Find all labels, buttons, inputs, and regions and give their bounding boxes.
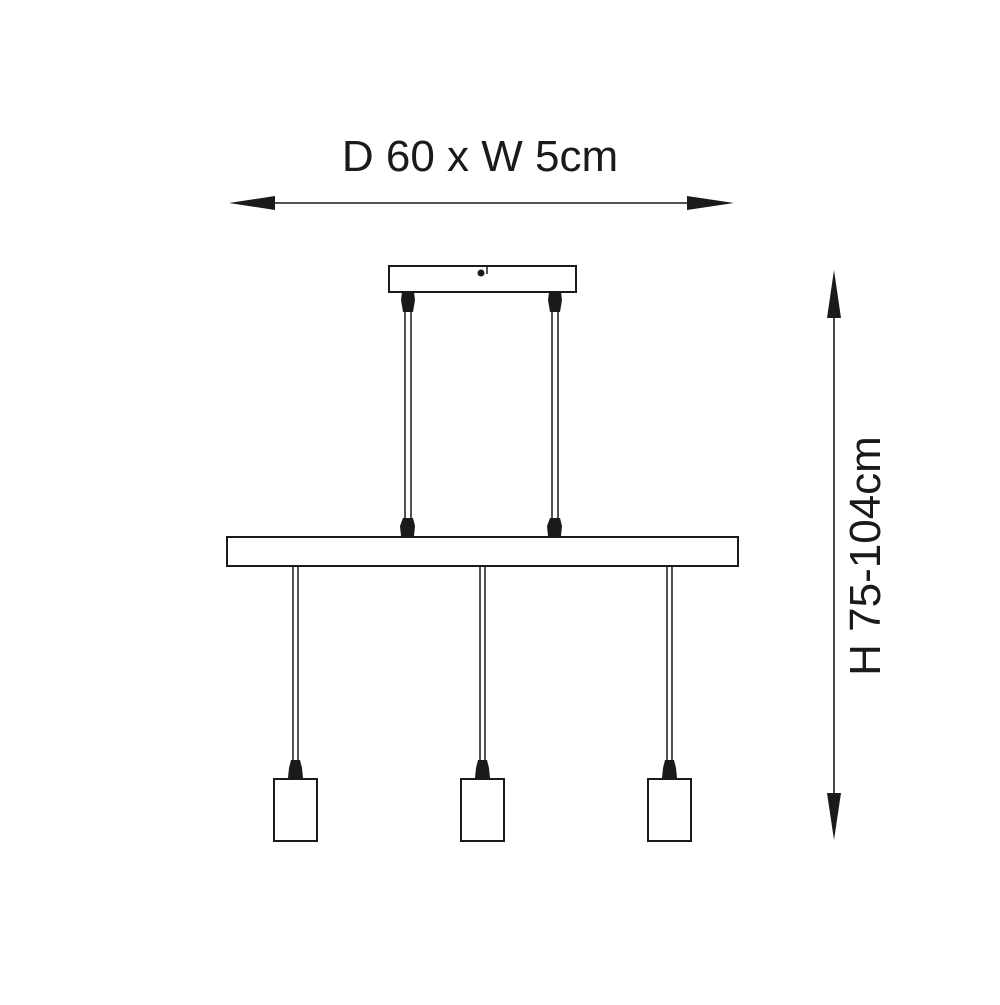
horizontal-bar xyxy=(226,536,739,567)
width-dimension-arrow xyxy=(229,196,734,210)
pendant-center xyxy=(460,567,505,842)
ceiling-canopy xyxy=(388,265,577,293)
pendant-right xyxy=(647,567,692,842)
width-dimension-label: D 60 x W 5cm xyxy=(341,132,619,181)
suspension-rod-right xyxy=(547,292,562,536)
height-dimension-label: H 75-104cm xyxy=(841,436,890,676)
height-dimension-arrow xyxy=(827,270,841,840)
pendant-left xyxy=(273,567,318,842)
suspension-rod-left xyxy=(400,292,415,536)
